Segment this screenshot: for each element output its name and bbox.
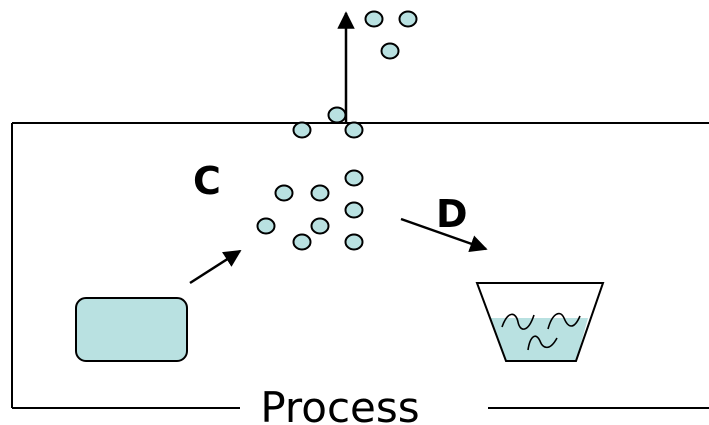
particle [292, 121, 312, 139]
particle [274, 184, 294, 202]
beaker-outline [475, 282, 605, 362]
beaker-squiggle-1 [501, 313, 535, 330]
particle [344, 233, 364, 251]
beaker-squiggle-2 [547, 312, 581, 330]
particle [310, 184, 330, 202]
beaker-squiggle-3 [527, 335, 558, 351]
particle [344, 169, 364, 187]
particle [310, 217, 330, 235]
particle [256, 217, 276, 235]
particle [398, 10, 418, 28]
particle [380, 42, 400, 60]
source-block [75, 297, 188, 362]
particle-group [256, 10, 418, 251]
process-boundary [11, 122, 709, 409]
process-caption: Process [260, 383, 419, 425]
label-d: D [436, 192, 468, 236]
particle [344, 201, 364, 219]
beaker [475, 282, 605, 362]
particle [364, 10, 384, 28]
particle [344, 121, 364, 139]
particle [292, 233, 312, 251]
particle [327, 106, 347, 124]
arrow-block-to-particles [189, 249, 242, 285]
arrow-d-to-beaker [400, 217, 488, 253]
label-c: C [193, 159, 221, 203]
